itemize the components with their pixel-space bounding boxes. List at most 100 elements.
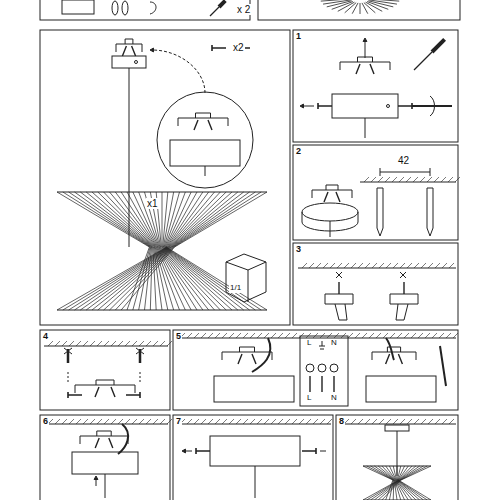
ceiling-hatch [48,419,172,424]
step-number: 7 [175,417,182,427]
step-number: 3 [295,245,302,255]
part-label: x2 [232,42,245,53]
step-6 [44,419,172,498]
drill-mark [336,272,406,278]
panel-frame [258,0,460,20]
packaging-box [226,254,266,302]
parts-strip [62,0,400,16]
screwdriver [440,346,446,386]
overview [57,39,267,310]
drill-body [325,294,353,304]
lamp-cage-wires [363,466,431,500]
panels [40,0,460,500]
panel-frame [293,145,458,240]
arrow-head [363,38,367,42]
pencil [377,188,383,236]
canopy [332,94,398,118]
step-number: 1 [295,32,302,42]
arrow-head [94,476,98,480]
screw [68,392,82,398]
screw [302,448,316,454]
canopy [210,436,300,466]
detail-circle [157,92,253,188]
canopy [72,452,138,474]
ceiling-line [298,268,456,269]
bracket-clamp [387,347,400,352]
mounting-bracket [340,62,390,70]
wire [238,354,256,364]
bracket-clamp [326,185,338,190]
wire [122,46,135,56]
mains-cable [386,338,394,360]
bracket-clamp [196,113,211,118]
fix-arrow [68,372,140,382]
terminal-screw [318,364,326,372]
panel-frame [40,330,170,410]
ceiling-hatch [364,177,460,182]
part-label: 42 [397,155,410,166]
part-connector [112,1,118,15]
screwdriver [412,105,452,107]
screwdriver-handle [219,1,225,7]
step-2 [302,168,460,237]
step-1 [300,38,452,138]
wire [356,64,374,74]
mains-cable [252,338,270,372]
drill-body [390,294,418,304]
rotate-arrow [430,96,435,116]
mounting-bracket [312,190,352,198]
wire [95,438,113,448]
panel-frame [40,30,290,325]
terminal-screw [330,364,338,372]
panel-frame [173,415,333,500]
wire [194,120,212,130]
cage-top-view [320,0,400,14]
cord-detail [205,166,206,176]
canopy-detail [170,140,240,166]
step-number: 6 [42,417,49,427]
wire [324,192,340,202]
mounting-bracket [222,352,272,360]
mounting-bracket [75,385,135,393]
part-canopy [62,0,94,14]
panel-frame [40,415,170,500]
canopy-screw-hole [135,61,138,64]
part-cord [150,2,156,14]
step-5 [176,333,458,406]
bracket-clamp [96,380,114,385]
cord [330,221,331,237]
canopy [112,56,146,68]
lift-arrow [365,40,366,58]
panel-frame [173,330,458,410]
ceiling-hatch [302,263,454,268]
step-3 [298,263,456,320]
wire [333,376,334,392]
screwdriver-handle [432,39,445,52]
terminal-label: L [306,394,312,403]
arrow-head [150,48,154,52]
step-7 [176,419,332,498]
canopy-screw-hole [387,105,390,108]
wire [309,376,310,392]
canopy [385,425,409,431]
pencil [427,188,433,236]
earth-symbol [319,341,325,349]
ceiling-hatch [48,341,172,346]
mounting-bracket [178,118,228,126]
step-number: 4 [42,332,49,342]
terminal-detail [300,336,348,406]
drill-bit [403,282,404,294]
panel-frame [40,0,250,20]
step-number: 8 [338,417,345,427]
dashed-arrow [152,50,205,93]
drill-grip [335,304,347,320]
bracket-clamp [97,431,111,436]
fix-arrow [320,451,326,452]
screwdriver-shaft [210,7,219,16]
ceiling-line [176,424,331,425]
mounting-bracket [116,44,142,52]
terminal-label: N [330,339,338,348]
screw [212,45,226,51]
